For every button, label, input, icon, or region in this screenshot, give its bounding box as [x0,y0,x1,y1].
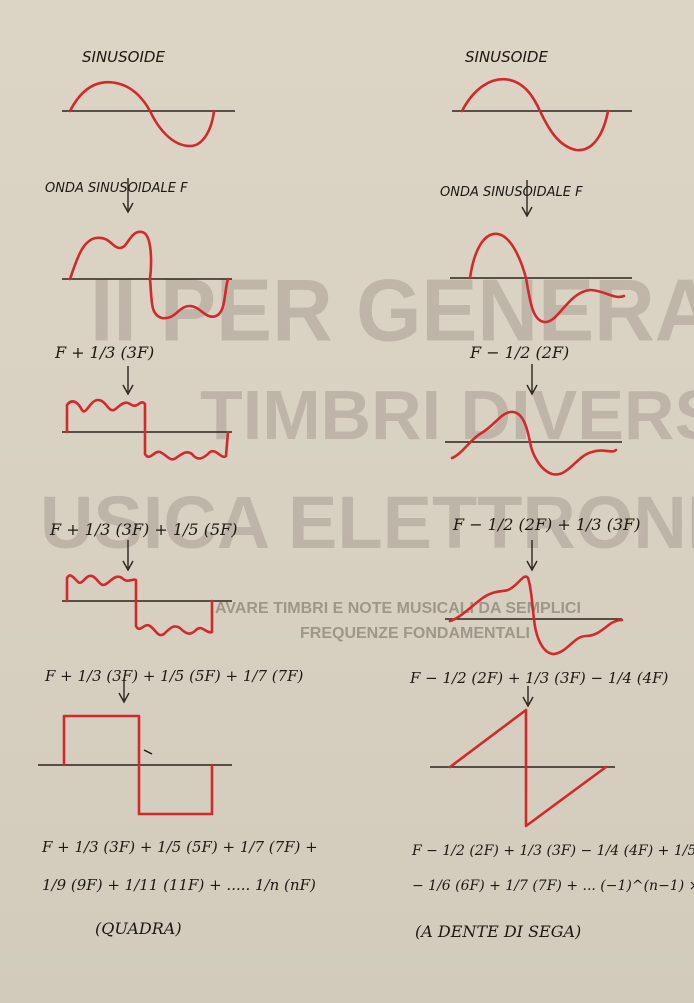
left-step-label-3: F + 1/3 (3F) + 1/5 (5F) + 1/7 (7F) [44,667,304,685]
right-arrow-4 [522,686,534,708]
left-wave-step3 [65,574,214,637]
left-step-label-2: F + 1/3 (3F) + 1/5 (5F) [49,520,237,539]
right-wave-step3 [448,575,624,656]
left-wave-step2 [65,398,230,461]
left-wave-square [62,714,214,816]
left-formula-line1: F + 1/3 (3F) + 1/5 (5F) + 1/7 (7F) + [41,838,318,856]
right-input-label: ONDA SINUSOIDALE F [440,185,583,200]
right-step-label-1: F − 1/2 (2F) [469,343,569,362]
right-arrow-1 [521,180,533,218]
right-wave-step2 [450,410,618,476]
right-arrow-2 [526,364,538,396]
left-arrow-4 [118,678,130,704]
right-step-label-2: F − 1/2 (2F) + 1/3 (3F) [452,515,640,534]
right-step-label-3: F − 1/2 (2F) + 1/3 (3F) − 1/4 (4F) [409,669,669,687]
right-sinusoide-title: SINUSOIDE [465,48,548,66]
left-wave-step1 [68,230,230,320]
left-arrow-1 [122,178,134,214]
right-result-label: (A DENTE DI SEGA) [415,922,581,941]
left-tick-mark [143,749,153,755]
left-result-label: (QUADRA) [95,919,182,938]
left-formula-line2: 1/9 (9F) + 1/11 (11F) + ..... 1/n (nF) [42,876,316,894]
right-wave-sine [460,77,610,152]
left-wave-sine [68,80,216,148]
left-arrow-3 [122,540,134,572]
left-input-label: ONDA SINUSOIDALE F [45,181,188,196]
left-step-label-1: F + 1/3 (3F) [54,343,154,362]
left-sinusoide-title: SINUSOIDE [82,48,165,66]
right-wave-step1 [468,232,626,324]
left-arrow-2 [122,366,134,396]
right-arrow-3 [526,540,538,572]
right-formula-line2: − 1/6 (6F) + 1/7 (7F) + ... (−1)^(n−1) ×… [412,878,694,894]
right-wave-sawtooth [448,708,608,828]
right-formula-line1: F − 1/2 (2F) + 1/3 (3F) − 1/4 (4F) + 1/5… [411,843,694,859]
